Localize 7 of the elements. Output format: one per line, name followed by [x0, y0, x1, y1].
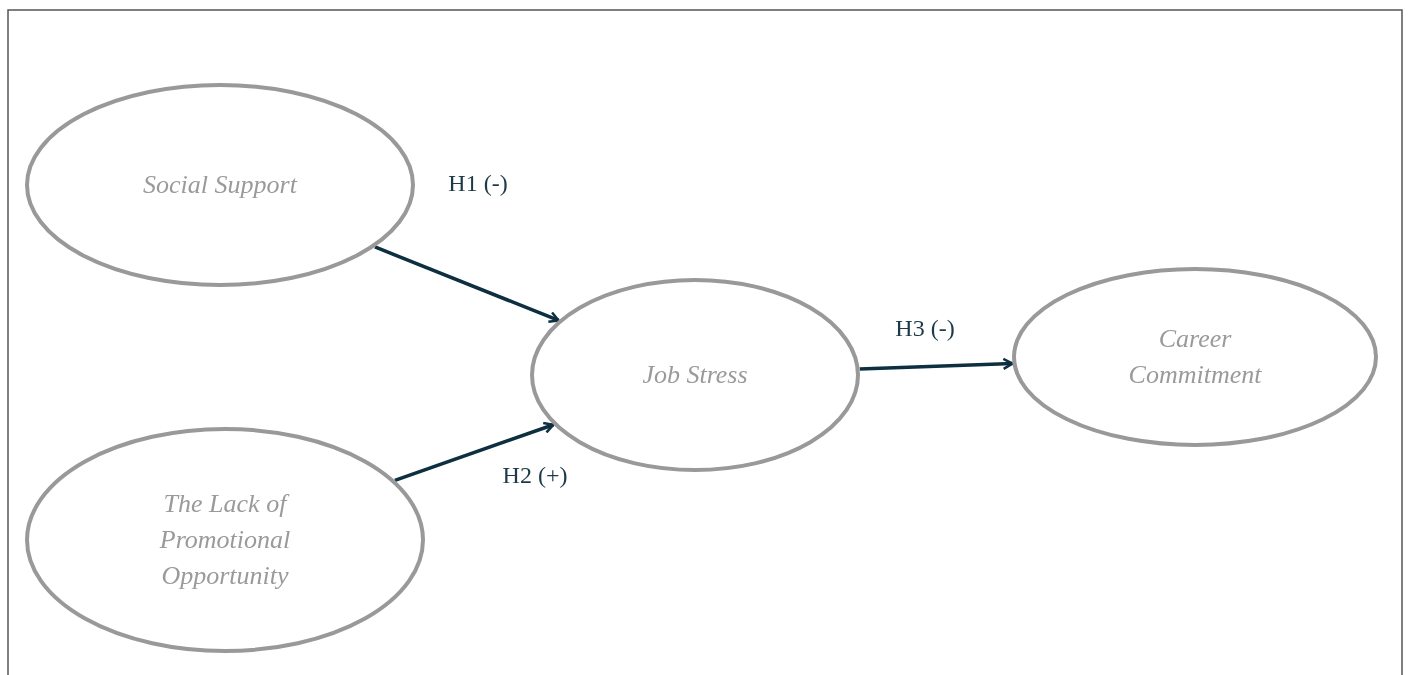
construct-label: Job Stress	[641, 359, 749, 391]
arrow	[394, 421, 555, 482]
construct-label: The Lack of Promotional Opportunity	[158, 488, 292, 592]
construct-label: Career Commitment	[1127, 323, 1263, 391]
arrow	[859, 357, 1014, 371]
arrow	[374, 245, 560, 323]
construct-label: Social Support	[142, 169, 299, 201]
